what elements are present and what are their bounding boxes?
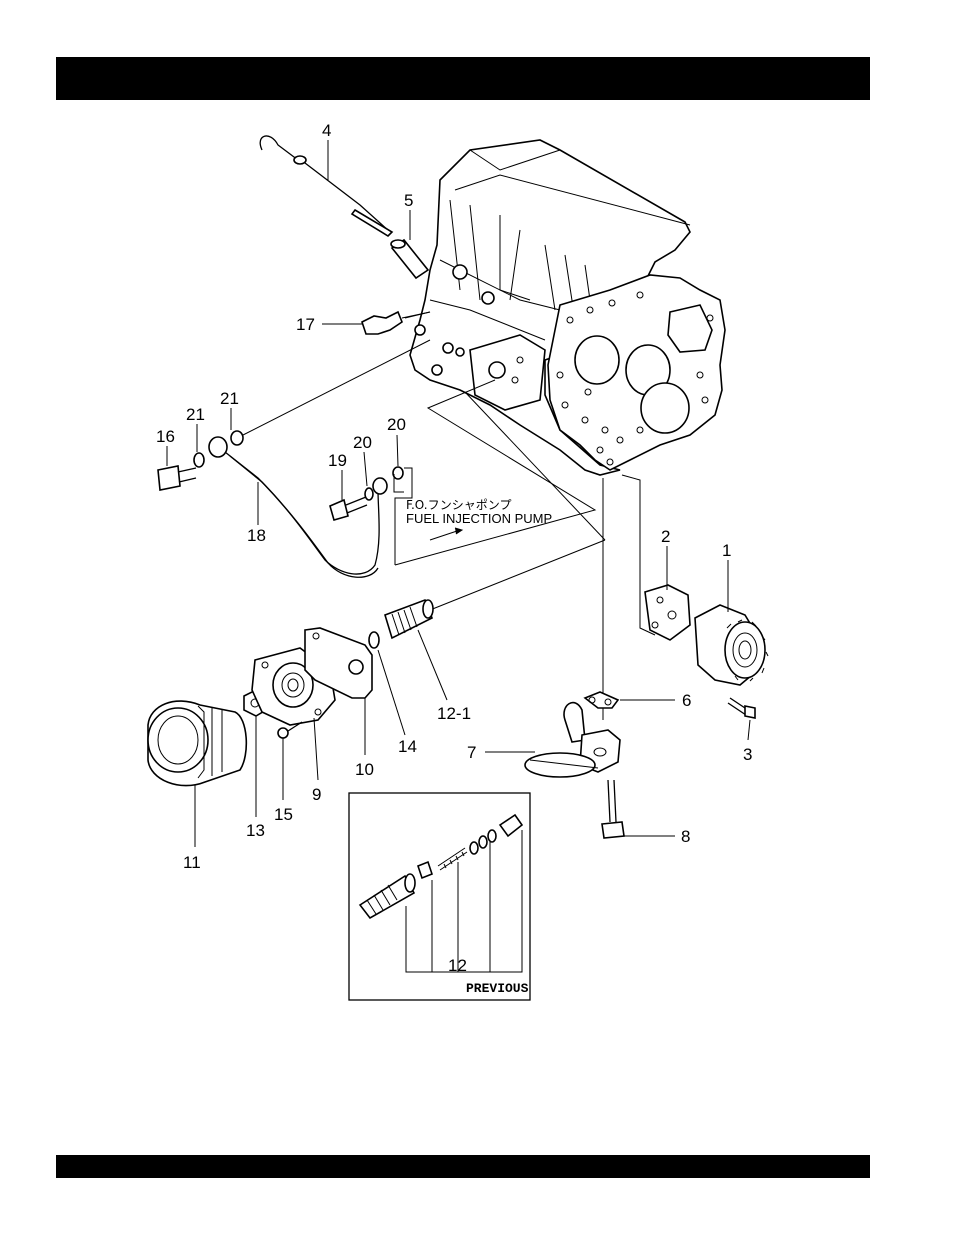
dipstick-guide bbox=[391, 240, 428, 278]
callout-20-lower: 20 bbox=[353, 433, 372, 452]
callout-21-lower: 21 bbox=[186, 405, 205, 424]
callout-13: 13 bbox=[246, 821, 265, 840]
callout-20-upper: 20 bbox=[387, 415, 406, 434]
callout-6: 6 bbox=[682, 691, 691, 710]
callout-16: 16 bbox=[156, 427, 175, 446]
callout-7: 7 bbox=[467, 743, 476, 762]
callout-15: 15 bbox=[274, 805, 293, 824]
callout-3: 3 bbox=[743, 745, 752, 764]
oil-pump bbox=[645, 585, 768, 685]
callout-9: 9 bbox=[312, 785, 321, 804]
callout-21-upper: 21 bbox=[220, 389, 239, 408]
relief-valve-12-1 bbox=[385, 600, 433, 638]
callout-8: 8 bbox=[681, 827, 690, 846]
callout-4: 4 bbox=[322, 121, 331, 140]
inset-label: PREVIOUS bbox=[466, 981, 529, 996]
oil-filter bbox=[148, 701, 246, 786]
callout-10: 10 bbox=[355, 760, 374, 779]
callout-12: 12 bbox=[448, 956, 467, 975]
engine-block bbox=[410, 140, 725, 475]
oil-strainer bbox=[525, 692, 624, 838]
callout-19: 19 bbox=[328, 451, 347, 470]
callout-17: 17 bbox=[296, 315, 315, 334]
callout-12-1: 12-1 bbox=[437, 704, 471, 723]
dipstick bbox=[260, 136, 392, 236]
callout-18: 18 bbox=[247, 526, 266, 545]
callout-2: 2 bbox=[661, 527, 670, 546]
o-ring-14 bbox=[369, 632, 379, 648]
previous-inset bbox=[349, 793, 530, 1000]
callout-1: 1 bbox=[722, 541, 731, 560]
annotation-english: FUEL INJECTION PUMP bbox=[406, 511, 552, 526]
pump-bolt bbox=[728, 698, 755, 718]
callout-11: 11 bbox=[183, 853, 201, 872]
callout-14: 14 bbox=[398, 737, 417, 756]
annotation-japanese: F.O.フンシャポンプ bbox=[406, 498, 511, 512]
callout-5: 5 bbox=[404, 191, 413, 210]
